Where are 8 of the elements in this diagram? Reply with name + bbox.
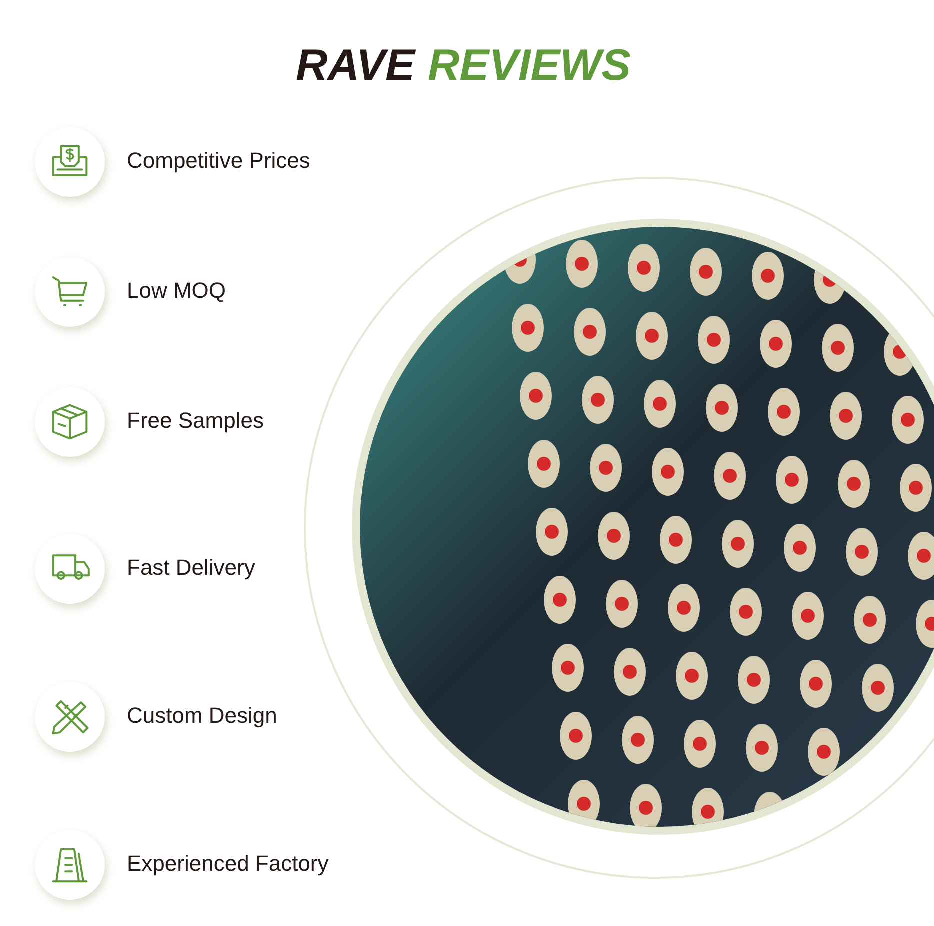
feature-label: Fast Delivery <box>127 555 256 581</box>
feature-label: Low MOQ <box>127 278 226 304</box>
feature-label: Competitive Prices <box>127 148 310 174</box>
feature-label: Custom Design <box>127 703 278 729</box>
feature-label: Free Samples <box>127 408 264 434</box>
feature-label: Experienced Factory <box>127 851 329 877</box>
title-word: REVIEWS <box>428 41 631 91</box>
title-word: RAVE <box>296 41 415 91</box>
